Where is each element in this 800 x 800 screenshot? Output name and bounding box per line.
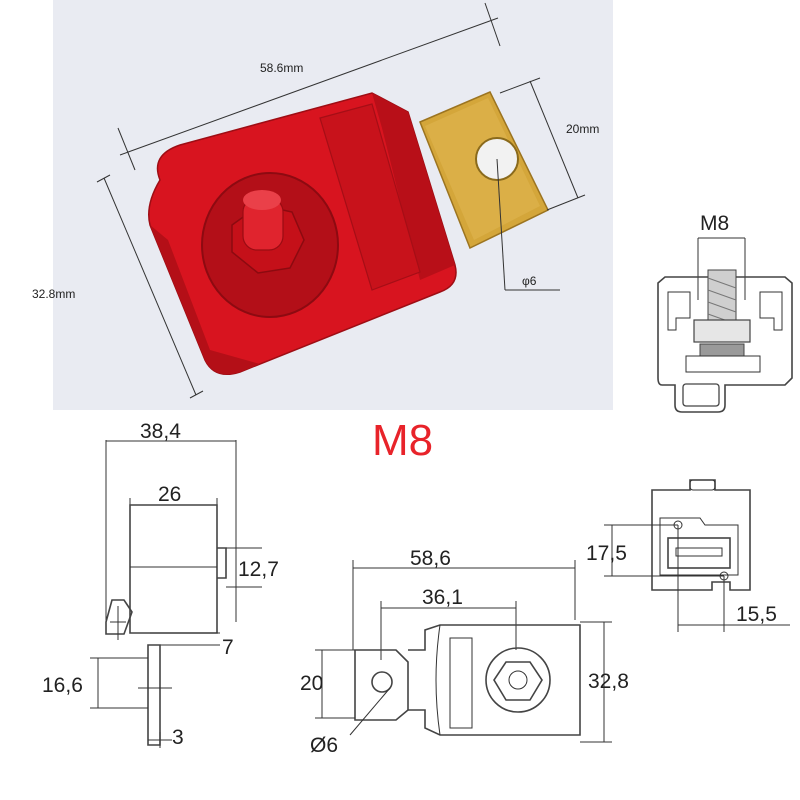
- side-base-gap-label: 7: [222, 636, 234, 659]
- section-view: [657, 237, 793, 413]
- top-hole-to-stud-label: 36,1: [422, 586, 463, 609]
- terminal-photo: [148, 91, 550, 375]
- top-view: [315, 560, 612, 743]
- side-tab-thickness-label: 3: [172, 726, 184, 749]
- top-overall-length-label: 58,6: [410, 547, 451, 570]
- section-thread-label: M8: [700, 212, 729, 235]
- top-body-width-label: 32,8: [588, 670, 629, 693]
- photo-hole-label: φ6: [522, 274, 537, 288]
- side-tab-offset-label: 12,7: [238, 558, 279, 581]
- side-overall-height-label: 38,4: [140, 420, 181, 443]
- side-tab-length-label: 16,6: [42, 674, 83, 697]
- photo-width-label: 32.8mm: [32, 287, 75, 301]
- top-tab-width-label: 20: [300, 672, 323, 695]
- photo-tab-width-label: 20mm: [566, 122, 599, 136]
- end-view: [604, 479, 790, 632]
- end-hole-pitch-y-label: 17,5: [586, 542, 627, 565]
- end-hole-pitch-x-label: 15,5: [736, 603, 777, 626]
- photo-dimension-lines: [96, 2, 586, 399]
- side-body-height-label: 26: [158, 483, 181, 506]
- side-view: [90, 440, 262, 748]
- model-title: M8: [372, 416, 434, 465]
- top-hole-diameter-label: Ø6: [310, 734, 338, 757]
- photo-length-label: 58.6mm: [260, 61, 303, 75]
